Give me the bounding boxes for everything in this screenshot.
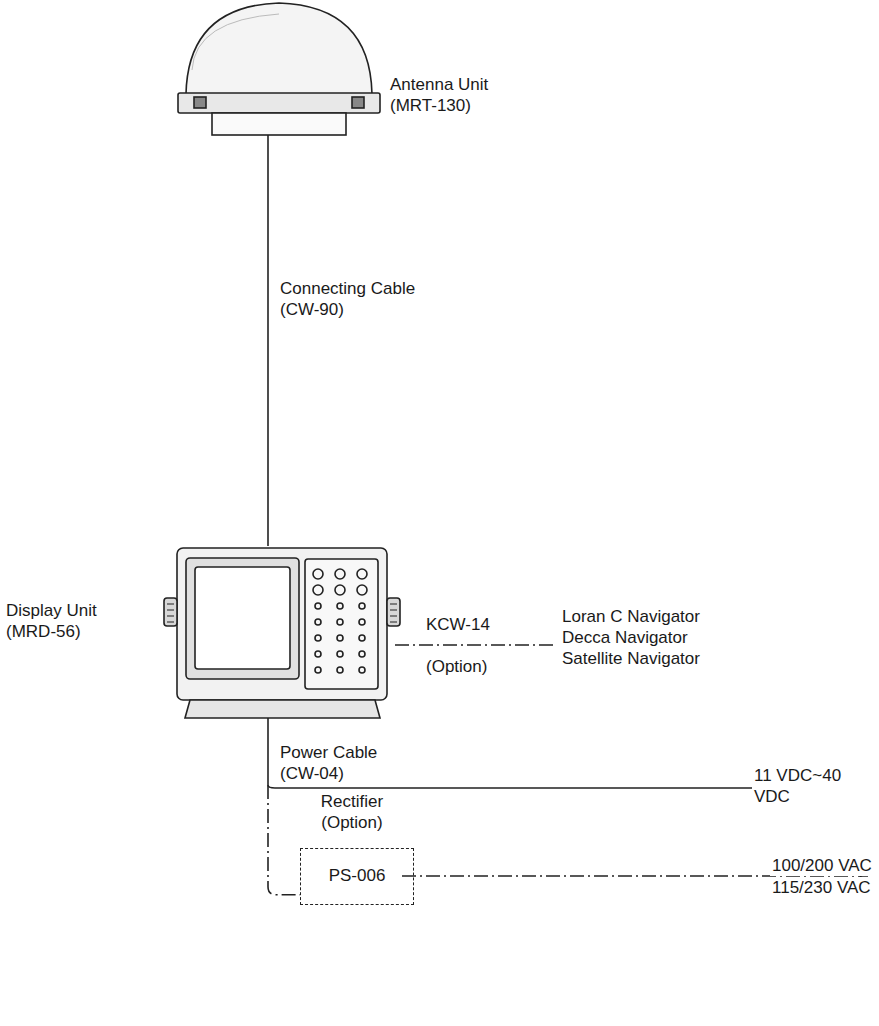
key [357, 569, 367, 579]
cable-label: Connecting Cable (CW-90) [278, 278, 432, 320]
key [359, 635, 365, 641]
cable-label: KCW-14 [424, 614, 492, 635]
cable-label: (Option) [424, 656, 489, 677]
key [315, 635, 321, 641]
key [337, 603, 343, 609]
navigator-name: Decca Navigator [560, 627, 690, 648]
display-unit-drawing [164, 548, 400, 718]
key [337, 635, 343, 641]
part-number: PS-006 [301, 865, 413, 886]
navigator-name: Satellite Navigator [560, 648, 702, 669]
navigator-name: Loran C Navigator [560, 606, 702, 627]
antenna-unit-drawing [178, 3, 380, 135]
kcw-14-cable [395, 644, 555, 646]
unit-name: Rectifier (Option) [301, 791, 403, 833]
key [335, 585, 345, 595]
rectifier-box: Rectifier (Option)PS-006 [300, 848, 414, 905]
cable-line [267, 718, 269, 785]
supply-voltage: 100/200 VAC [770, 855, 874, 876]
key [313, 585, 323, 595]
unit-name: Antenna Unit (MRT-130) [390, 74, 530, 116]
cable-line [268, 785, 300, 895]
cable-label: Power Cable (CW-04) [278, 742, 412, 784]
key [359, 667, 365, 673]
key [335, 569, 345, 579]
key [315, 651, 321, 657]
cable [268, 135, 269, 546]
cable-line [267, 135, 269, 546]
key [315, 619, 321, 625]
key [359, 651, 365, 657]
unit-box: Antenna Unit (MRT-130) [176, 0, 382, 135]
key [357, 585, 367, 595]
key [337, 667, 343, 673]
supply-voltage: 115/230 VAC [770, 877, 873, 898]
key [337, 619, 343, 625]
key [359, 603, 365, 609]
unit-box: Display Unit (MRD-56) [164, 546, 400, 718]
key [359, 619, 365, 625]
unit-name: Display Unit (MRD-56) [6, 600, 136, 642]
key [315, 667, 321, 673]
key [337, 651, 343, 657]
supply-voltage: 11 VDC~40 VDC [752, 765, 879, 807]
key [315, 603, 321, 609]
key [313, 569, 323, 579]
